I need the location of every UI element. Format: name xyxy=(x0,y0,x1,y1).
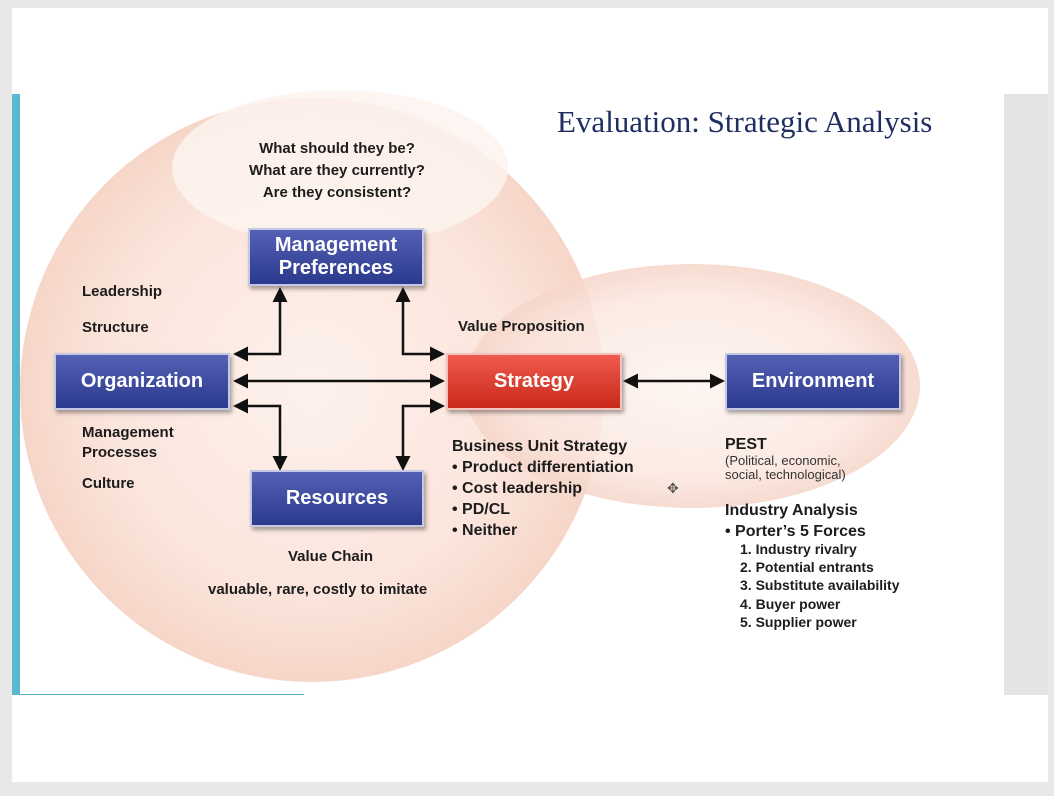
resources-box: Resources xyxy=(250,470,424,527)
pest-detail: (Political, economic, social, technologi… xyxy=(725,454,846,482)
question-3: Are they consistent? xyxy=(262,184,412,201)
pest-detail-line-1: (Political, economic, xyxy=(725,453,841,468)
business-unit-strategy-heading: Business Unit Strategy xyxy=(452,438,628,455)
management-processes-label: Management Processes xyxy=(82,423,174,463)
strategy-label: Strategy xyxy=(493,370,575,392)
force-item: Industry rivalry xyxy=(755,541,857,557)
management-preferences-box: Management Preferences xyxy=(248,228,424,286)
accent-line xyxy=(20,694,304,695)
question-1: What should they be? xyxy=(259,140,415,157)
environment-box: Environment xyxy=(725,353,901,410)
questions-text: What should they be? What are they curre… xyxy=(232,138,442,204)
question-2: What are they currently? xyxy=(249,162,425,179)
forces-list: Industry rivalry Potential entrants Subs… xyxy=(726,540,900,631)
structure-label: Structure xyxy=(82,319,149,336)
arrow-preferences-strategy xyxy=(395,287,445,362)
management-processes-line-2: Processes xyxy=(82,444,158,461)
resource-criteria-label: valuable, rare, costly to imitate xyxy=(208,581,428,598)
resources-label: Resources xyxy=(285,487,389,509)
strategy-item: Cost leadership xyxy=(452,478,634,499)
force-item: Substitute availability xyxy=(755,577,900,594)
forces-list-container: Industry rivalry Potential entrants Subs… xyxy=(726,540,900,631)
strategy-item: Neither xyxy=(452,520,634,541)
leadership-label: Leadership xyxy=(82,283,163,300)
business-unit-strategy-list: Product differentiation Cost leadership … xyxy=(452,457,634,541)
force-item: Supplier power xyxy=(755,613,857,630)
slide-title: Evaluation: Strategic Analysis xyxy=(557,104,933,139)
move-cursor-icon: ✥ xyxy=(667,480,679,496)
pest-heading: PEST xyxy=(725,436,767,453)
accent-bar xyxy=(12,94,20,695)
management-preferences-label-2: Preferences xyxy=(278,257,394,279)
value-proposition-label: Value Proposition xyxy=(458,318,585,335)
arrow-strategy-resources xyxy=(395,398,445,471)
slide: Evaluation: Strategic Analysis What shou… xyxy=(12,8,1048,782)
arrow-organization-resources xyxy=(233,398,288,471)
preferences-ellipse xyxy=(172,90,508,246)
organization-box: Organization xyxy=(54,353,230,410)
strategy-item: PD/CL xyxy=(452,499,634,520)
strategy-box: Strategy xyxy=(446,353,622,410)
industry-analysis-list: Porter’s 5 Forces xyxy=(725,521,866,542)
management-preferences-label-1: Management xyxy=(274,234,398,256)
strategy-item: Product differentiation xyxy=(452,457,634,478)
culture-label: Culture xyxy=(82,475,135,492)
business-unit-strategy: Business Unit Strategy Product different… xyxy=(452,436,634,541)
management-processes-line-1: Management xyxy=(82,424,174,441)
porters-five-forces-item: Porter’s 5 Forces xyxy=(725,521,866,542)
organization-label: Organization xyxy=(80,370,204,392)
side-strip xyxy=(1004,94,1048,695)
industry-analysis: Industry Analysis Porter’s 5 Forces xyxy=(725,500,866,542)
value-chain-label: Value Chain xyxy=(288,548,374,565)
force-item: Buyer power xyxy=(755,595,841,612)
arrow-preferences-organization xyxy=(233,287,288,362)
force-item: Potential entrants xyxy=(755,559,874,576)
industry-analysis-heading: Industry Analysis xyxy=(725,502,858,519)
environment-label: Environment xyxy=(751,370,875,392)
pest-detail-line-2: social, technological) xyxy=(725,467,846,482)
